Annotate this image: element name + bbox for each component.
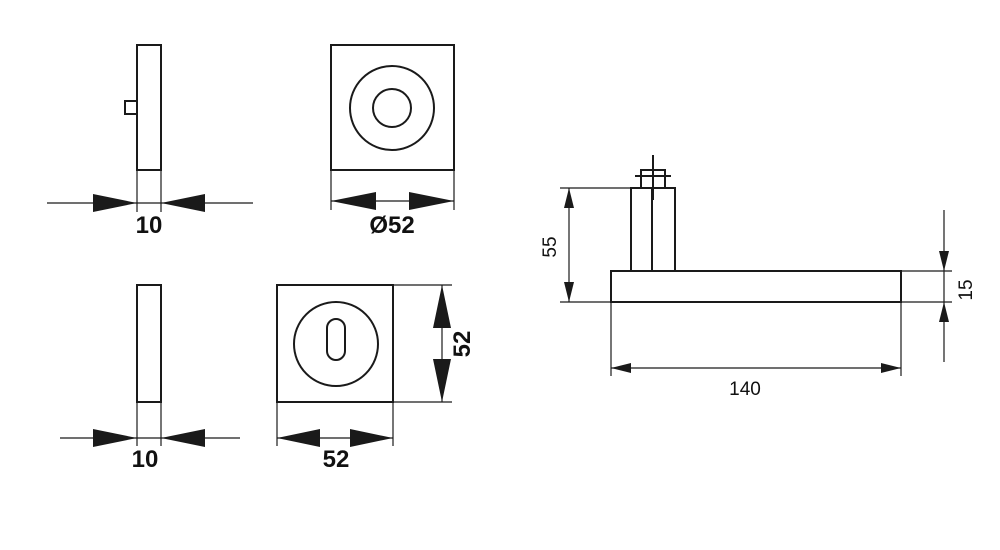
rose-side-thickness-label: 10	[136, 212, 163, 239]
escutcheon-side-view: 10	[60, 284, 240, 473]
escutcheon-height-arrow-top	[433, 285, 451, 328]
handle-side-view: 55 15 140	[540, 155, 977, 400]
escutcheon-height-arrow-bottom	[433, 359, 451, 402]
rose-square-plate	[330, 44, 455, 171]
escutcheon-square-plate	[276, 284, 394, 403]
escutcheon-side-arrow-right	[161, 429, 205, 447]
handle-lever-bar	[610, 270, 902, 303]
rose-side-arrow-left	[93, 194, 137, 212]
rose-side-profile	[136, 44, 162, 171]
escutcheon-side-thickness-label: 10	[132, 446, 159, 473]
rose-front-arrow-right	[409, 192, 454, 210]
escutcheon-width-label: 52	[323, 446, 350, 473]
handle-height-arrow-bottom	[564, 282, 574, 302]
keyhole-slot	[326, 318, 346, 361]
rose-outer-circle	[349, 65, 435, 151]
handle-thickness-arrow-bottom	[939, 302, 949, 322]
handle-height-arrow-top	[564, 188, 574, 208]
handle-length-label: 140	[729, 379, 761, 400]
rose-side-view: 10	[47, 44, 253, 239]
rose-diameter-label: Ø52	[369, 212, 414, 239]
escutcheon-width-arrow-right	[350, 429, 393, 447]
handle-height-label: 55	[540, 236, 561, 257]
handle-length-arrow-right	[881, 363, 901, 373]
escutcheon-side-arrow-left	[93, 429, 137, 447]
handle-thickness-arrow-top	[939, 251, 949, 271]
escutcheon-side-profile	[136, 284, 162, 403]
escutcheon-height-label: 52	[449, 331, 476, 358]
rose-inner-circle	[372, 88, 412, 128]
handle-length-arrow-left	[611, 363, 631, 373]
handle-thickness-label: 15	[956, 279, 977, 300]
rose-side-arrow-right	[161, 194, 205, 212]
rose-front-view: Ø52	[330, 44, 455, 239]
escutcheon-front-view: 52 52	[276, 284, 476, 473]
escutcheon-width-arrow-left	[277, 429, 320, 447]
rose-side-stub	[124, 100, 138, 115]
escutcheon-outer-circle	[293, 301, 379, 387]
rose-front-arrow-left	[331, 192, 376, 210]
